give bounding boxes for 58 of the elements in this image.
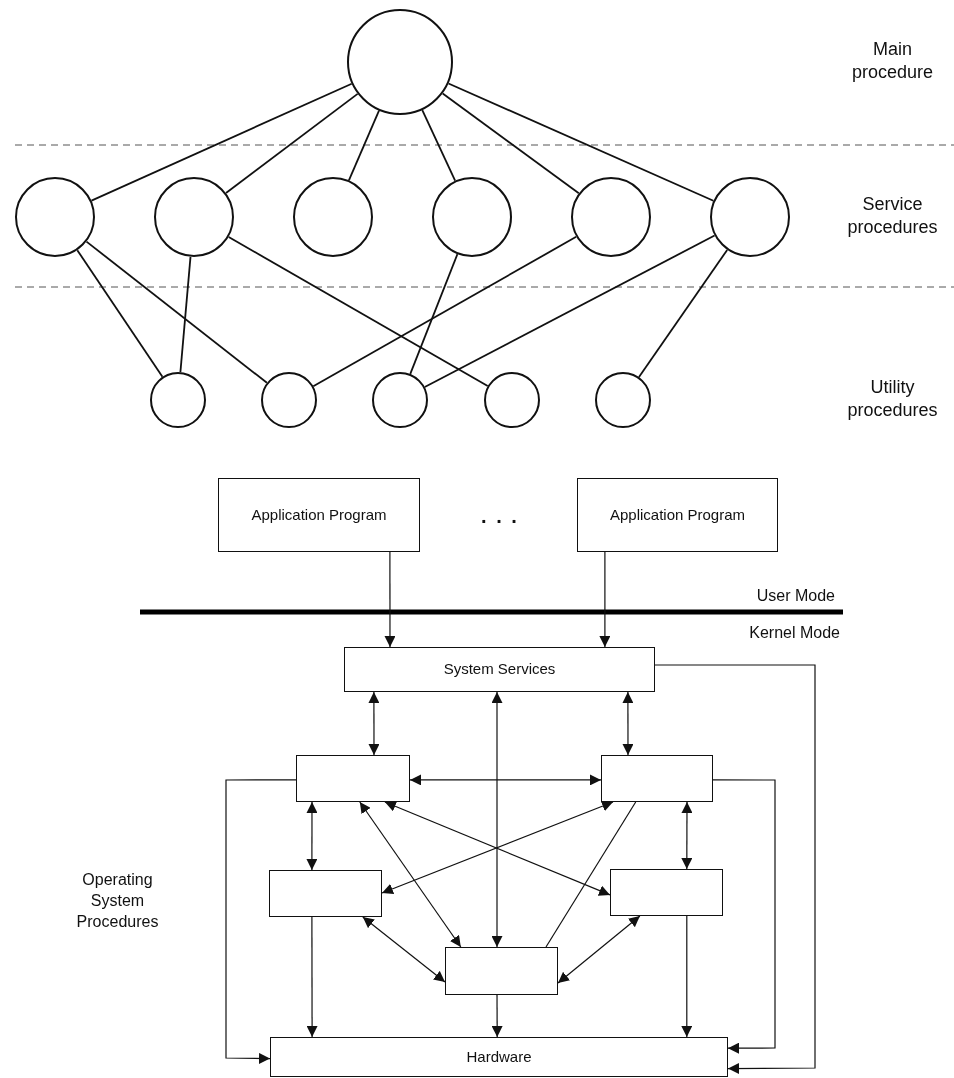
connector-line	[409, 253, 459, 375]
procedure-circle	[150, 372, 206, 428]
process-box	[577, 478, 778, 552]
level-label: Utility procedures	[846, 376, 939, 423]
connector-line	[421, 109, 456, 182]
box-label: System Services	[443, 661, 556, 678]
arrow	[368, 691, 380, 756]
process-box	[344, 647, 655, 692]
level-label: Service procedures	[846, 193, 939, 240]
arrow	[622, 691, 634, 756]
arrow	[306, 916, 318, 1038]
arrow	[409, 774, 602, 786]
procedure-circle	[484, 372, 540, 428]
arrow	[681, 801, 693, 870]
level-label: User Mode	[755, 586, 835, 606]
arrow	[491, 691, 503, 948]
arrow	[384, 551, 396, 648]
box-label: Application Program	[609, 506, 746, 524]
arrow	[557, 915, 641, 984]
procedure-box	[269, 870, 382, 917]
arrow	[491, 994, 503, 1038]
arrow	[681, 915, 693, 1038]
connector-line	[90, 82, 353, 202]
connector-line	[638, 249, 729, 378]
connector-line	[76, 249, 164, 378]
level-label: Main procedure	[850, 38, 935, 85]
level-label: Kernel Mode	[748, 623, 840, 643]
connector-line	[441, 92, 580, 195]
arrow	[712, 779, 776, 1054]
arrow	[306, 801, 318, 871]
connector-line	[545, 801, 637, 948]
box-label: Application Program	[251, 506, 387, 524]
connector-line	[179, 255, 192, 373]
procedure-circle	[595, 372, 651, 428]
procedure-circle	[261, 372, 317, 428]
procedure-box	[296, 755, 410, 802]
process-box	[218, 478, 420, 552]
connector-line	[312, 235, 578, 388]
arrow	[359, 801, 462, 948]
level-label: Operating System Procedures	[75, 870, 160, 932]
procedure-box	[610, 869, 723, 916]
arrow	[654, 664, 816, 1074]
connector-line	[348, 109, 380, 182]
procedure-box	[601, 755, 713, 802]
arrow	[362, 916, 446, 983]
connector-line	[227, 236, 489, 387]
level-label: . . .	[480, 504, 520, 529]
procedure-circle	[347, 9, 453, 115]
connector-line	[225, 93, 359, 194]
connector-line	[423, 234, 716, 388]
arrow	[225, 779, 297, 1064]
procedure-box	[445, 947, 558, 995]
procedure-circle	[372, 372, 428, 428]
connector-line	[85, 240, 268, 384]
connector-line	[447, 82, 715, 202]
process-box	[270, 1037, 728, 1077]
arrow	[599, 551, 611, 648]
box-label: Hardware	[466, 1048, 532, 1066]
